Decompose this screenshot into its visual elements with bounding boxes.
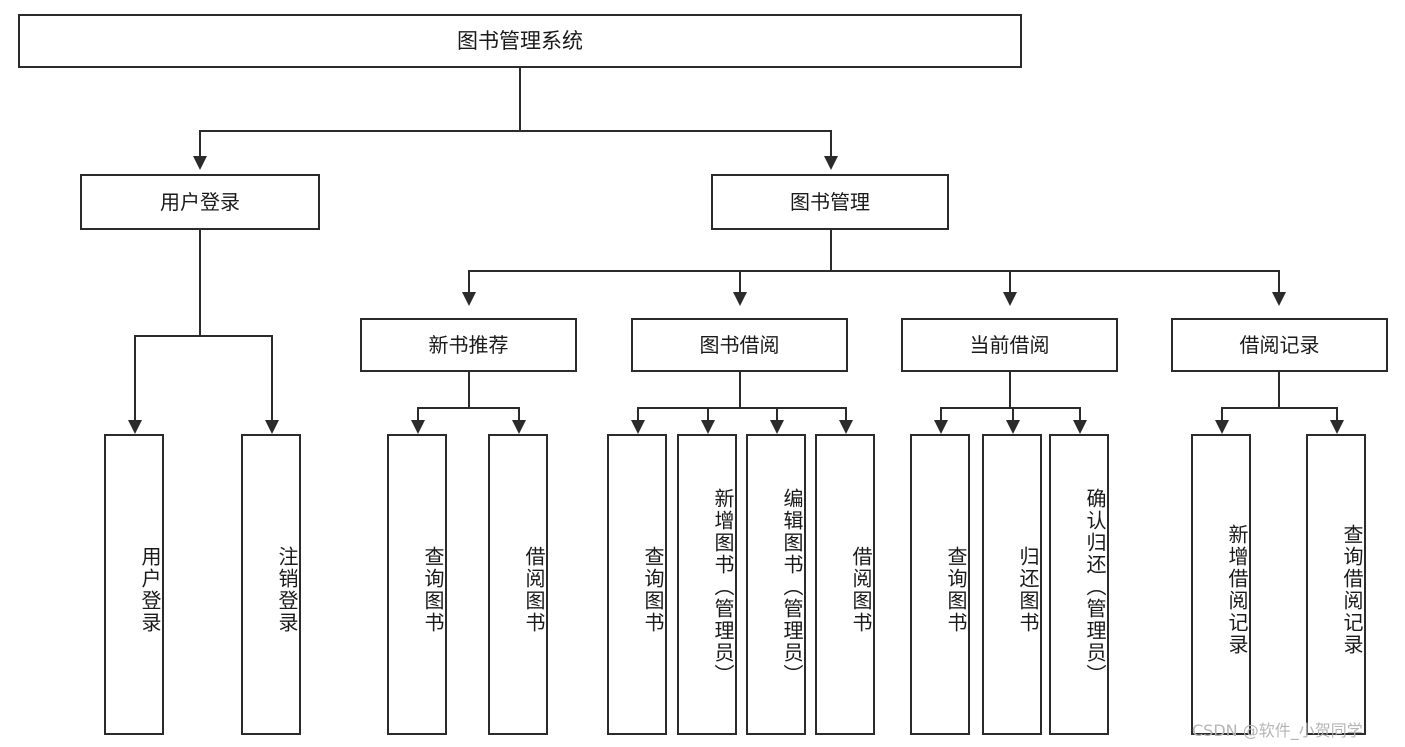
node-label: 借阅记录 (1239, 332, 1320, 357)
arrow-bm-to-current-borrow (1003, 292, 1017, 306)
connector-br-stem (1278, 372, 1280, 407)
connector-user-login-bar (134, 335, 271, 337)
arrow-cb-to-leaf-3 (1073, 420, 1087, 434)
connector-root-to-book-management (830, 130, 832, 156)
connector-cb-to-leaf-2 (1012, 407, 1014, 420)
node-label: 图书管理系统 (457, 28, 583, 53)
node-label: 查询借阅记录 (1340, 523, 1364, 656)
connector-br-bar (1221, 407, 1336, 409)
arrow-user-login-to-leaf-2 (265, 420, 279, 434)
node-label: 新增借阅记录 (1225, 523, 1249, 656)
node-root-book-management-system[interactable]: 图书管理系统 (18, 14, 1022, 68)
arrow-bb-to-leaf-2 (701, 420, 715, 434)
node-new-book-recommend[interactable]: 新书推荐 (360, 318, 577, 372)
arrow-bb-to-leaf-4 (839, 420, 853, 434)
arrow-bb-to-leaf-1 (631, 420, 645, 434)
connector-cb-to-leaf-1 (940, 407, 942, 420)
connector-cb-to-leaf-3 (1079, 407, 1081, 420)
connector-bb-to-leaf-4 (845, 407, 847, 420)
leaf-confirm-return-admin[interactable]: 确认归还（管理员） (1049, 434, 1109, 735)
arrow-br-to-leaf-1 (1215, 420, 1229, 434)
connector-nbr-bar (417, 407, 518, 409)
connector-bb-to-leaf-2 (707, 407, 709, 420)
arrow-br-to-leaf-2 (1330, 420, 1344, 434)
leaf-edit-book-admin[interactable]: 编辑图书（管理员） (746, 434, 806, 735)
arrow-cb-to-leaf-2 (1006, 420, 1020, 434)
leaf-query-borrow-record[interactable]: 查询借阅记录 (1306, 434, 1366, 735)
node-label: 新增图书（管理员） (711, 487, 735, 686)
node-label: 当前借阅 (969, 332, 1050, 357)
node-label: 编辑图书（管理员） (780, 487, 804, 686)
node-label: 注销登录 (275, 545, 299, 634)
arrow-nbr-to-leaf-2 (512, 420, 526, 434)
node-user-login[interactable]: 用户登录 (80, 174, 320, 230)
connector-cb-bar (940, 407, 1079, 409)
connector-user-login-to-leaf-1 (134, 335, 136, 420)
leaf-logout-login[interactable]: 注销登录 (241, 434, 301, 735)
arrow-bm-to-borrow-record (1272, 292, 1286, 306)
node-current-borrow[interactable]: 当前借阅 (901, 318, 1118, 372)
leaf-query-book-3[interactable]: 查询图书 (910, 434, 970, 735)
leaf-return-book[interactable]: 归还图书 (982, 434, 1042, 735)
node-label: 新书推荐 (428, 332, 509, 357)
leaf-borrow-book-1[interactable]: 借阅图书 (488, 434, 548, 735)
arrow-nbr-to-leaf-1 (411, 420, 425, 434)
connector-user-login-to-leaf-2 (271, 335, 273, 420)
arrow-cb-to-leaf-1 (934, 420, 948, 434)
connector-root-stem (519, 68, 521, 130)
node-label: 查询图书 (641, 545, 665, 634)
leaf-query-book-1[interactable]: 查询图书 (387, 434, 447, 735)
connector-cb-stem (1009, 372, 1011, 407)
arrow-root-to-book-management (824, 156, 838, 170)
node-label: 用户登录 (160, 189, 240, 214)
arrow-user-login-to-leaf-1 (128, 420, 142, 434)
node-borrow-record[interactable]: 借阅记录 (1171, 318, 1388, 372)
connector-user-login-stem (199, 230, 201, 335)
connector-root-bar (199, 130, 831, 132)
node-label: 用户登录 (138, 545, 162, 634)
connector-bb-stem (739, 372, 741, 407)
connector-bm-to-current-borrow (1009, 270, 1011, 292)
node-book-management[interactable]: 图书管理 (711, 174, 949, 230)
node-label: 借阅图书 (849, 545, 873, 634)
node-book-borrow[interactable]: 图书借阅 (631, 318, 848, 372)
arrow-bb-to-leaf-3 (770, 420, 784, 434)
node-label: 确认归还（管理员） (1083, 487, 1107, 686)
connector-nbr-to-leaf-2 (518, 407, 520, 420)
connector-nbr-stem (468, 372, 470, 407)
leaf-borrow-book-2[interactable]: 借阅图书 (815, 434, 875, 735)
node-label: 查询图书 (421, 545, 445, 634)
arrow-bm-to-new-book-recommend (462, 292, 476, 306)
node-label: 图书管理 (790, 189, 870, 214)
leaf-user-login[interactable]: 用户登录 (104, 434, 164, 735)
arrow-root-to-user-login (193, 156, 207, 170)
node-label: 查询图书 (944, 545, 968, 634)
connector-bm-to-borrow-record (1278, 270, 1280, 292)
node-label: 图书借阅 (699, 332, 780, 357)
connector-bb-to-leaf-3 (776, 407, 778, 420)
leaf-add-book-admin[interactable]: 新增图书（管理员） (677, 434, 737, 735)
connector-book-management-bar (468, 270, 1278, 272)
connector-root-to-user-login (199, 130, 201, 156)
leaf-query-book-2[interactable]: 查询图书 (607, 434, 667, 735)
node-label: 归还图书 (1016, 545, 1040, 634)
csdn-watermark: CSDN @软件_小贺同学 (1192, 721, 1363, 740)
connector-bm-to-book-borrow (739, 270, 741, 292)
connector-book-management-stem (830, 230, 832, 270)
arrow-bm-to-book-borrow (733, 292, 747, 306)
connector-br-to-leaf-1 (1221, 407, 1223, 420)
connector-bb-to-leaf-1 (637, 407, 639, 420)
leaf-add-borrow-record[interactable]: 新增借阅记录 (1191, 434, 1251, 735)
connector-bb-bar (637, 407, 845, 409)
node-label: 借阅图书 (522, 545, 546, 634)
connector-nbr-to-leaf-1 (417, 407, 419, 420)
connector-bm-to-new-book-recommend (468, 270, 470, 292)
connector-br-to-leaf-2 (1336, 407, 1338, 420)
